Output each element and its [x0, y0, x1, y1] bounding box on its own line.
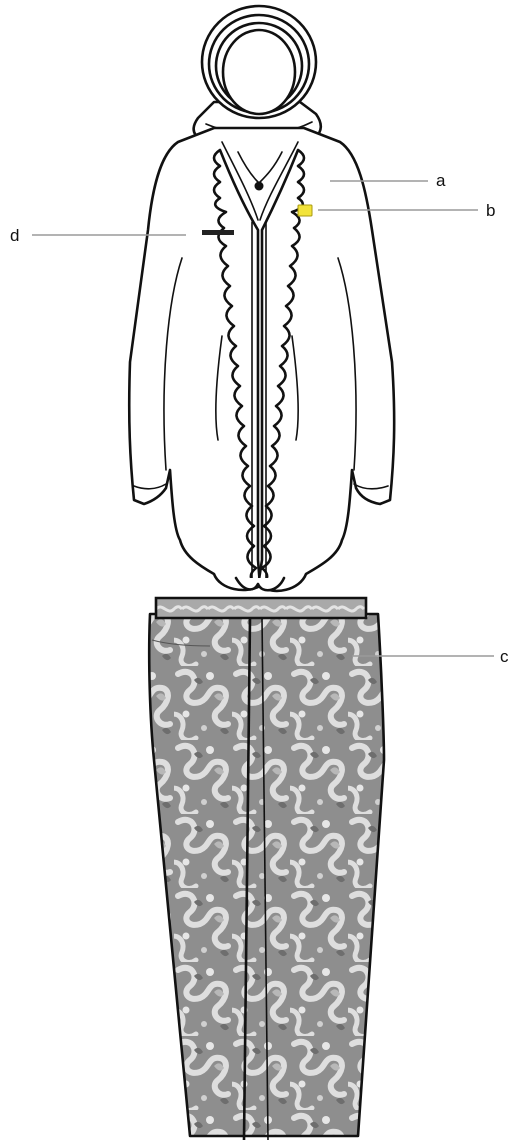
label-c: c	[500, 647, 509, 666]
hijab	[194, 6, 321, 144]
batik-skirt	[149, 598, 384, 1140]
label-b: b	[486, 201, 495, 220]
face	[223, 30, 295, 114]
badge-b	[298, 205, 312, 216]
label-d: d	[10, 226, 19, 245]
nameplate-d	[202, 230, 234, 235]
label-a: a	[436, 171, 446, 190]
